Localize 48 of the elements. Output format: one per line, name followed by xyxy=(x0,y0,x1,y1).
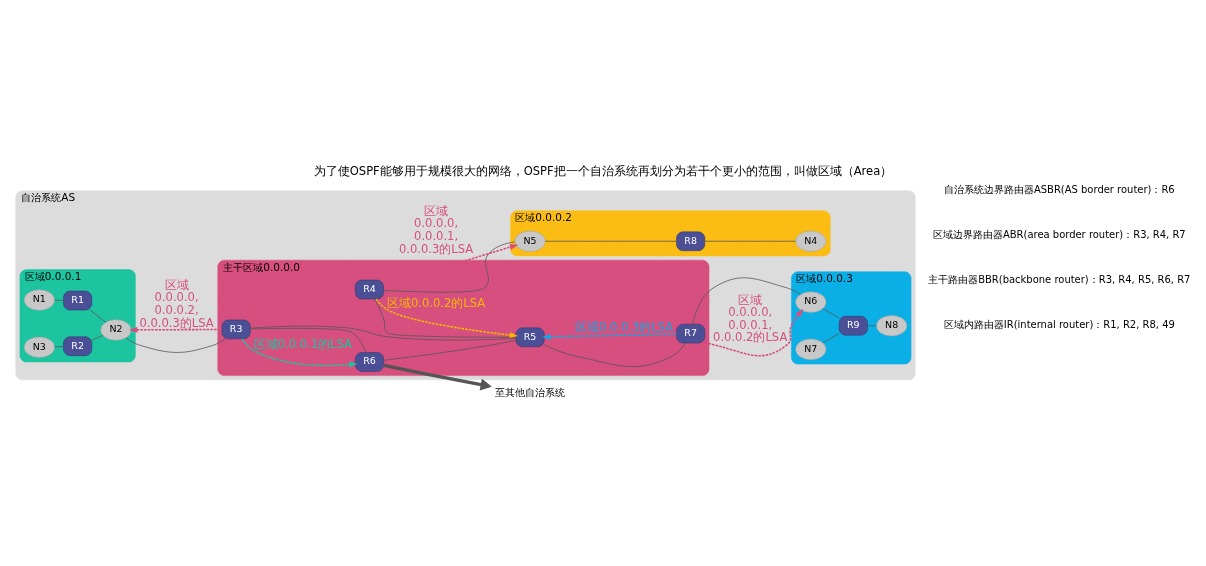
connector xyxy=(89,309,107,323)
node-ellipse: N1 xyxy=(23,289,55,311)
label: 自治系统边界路由器ASBR(AS border router)：R6 xyxy=(943,183,1175,195)
edge-label: 区域 0.0.0.0, 0.0.0.1, 0.0.0.3的LSA xyxy=(399,203,474,256)
connector xyxy=(54,299,64,301)
label: 区域内路由器IR(internal router)：R1, R2, R8, 49 xyxy=(943,318,1175,330)
node-box: R6 xyxy=(355,351,384,372)
connector xyxy=(54,345,64,347)
connector xyxy=(383,241,516,293)
node-box: R7 xyxy=(676,323,706,343)
node-box: R9 xyxy=(838,315,868,335)
node-ellipse: N5 xyxy=(514,230,546,252)
arrow xyxy=(241,337,358,367)
node-box: R3 xyxy=(221,319,251,339)
node-ellipse: N8 xyxy=(876,314,908,336)
node-text: 至其他自治系统 xyxy=(495,385,566,398)
connector xyxy=(125,337,226,353)
connector xyxy=(91,334,104,341)
node-box: R2 xyxy=(63,336,93,356)
connector xyxy=(822,307,840,318)
arrow xyxy=(128,326,223,333)
edge-label: 区域 0.0.0.0, 0.0.0.2, 0.0.0.3的LSA xyxy=(139,277,214,330)
edge-label: 区域 0.0.0.0, 0.0.0.1, 0.0.0.2的LSA xyxy=(713,292,788,344)
diagram-title: 为了使OSPF能够用于规模很大的网络，OSPF把一个自治系统再划分为若干个更小的范围，叫做区域（Area） xyxy=(313,163,893,178)
connector xyxy=(544,240,677,242)
node-ellipse: N2 xyxy=(100,318,132,340)
arrow xyxy=(383,363,492,390)
label: 主干路由器BBR(backbone router)：R3, R4, R5, R6, R7 xyxy=(928,273,1191,285)
connector xyxy=(249,327,367,353)
connector xyxy=(822,332,840,343)
node-box: R5 xyxy=(515,327,545,347)
node-box: R4 xyxy=(355,279,384,299)
node-ellipse: N6 xyxy=(795,291,827,313)
node-ellipse: N7 xyxy=(795,338,827,360)
node-ellipse: N3 xyxy=(23,336,55,358)
edge-label: 区域0.0.0.3的LSA xyxy=(574,319,674,334)
connector xyxy=(867,324,877,326)
arrow xyxy=(541,332,678,340)
label: 区域边界路由器ABR(area border router)：R3, R4, R7 xyxy=(932,228,1186,240)
connector xyxy=(692,276,801,325)
edge-label: 区域0.0.0.1的LSA xyxy=(253,336,352,351)
arrow xyxy=(382,243,519,286)
node-ellipse: N4 xyxy=(795,230,827,252)
connector xyxy=(704,240,796,242)
connector xyxy=(383,339,517,361)
node-box: R8 xyxy=(676,231,706,251)
node-box: R1 xyxy=(63,290,93,310)
connector xyxy=(543,342,686,367)
